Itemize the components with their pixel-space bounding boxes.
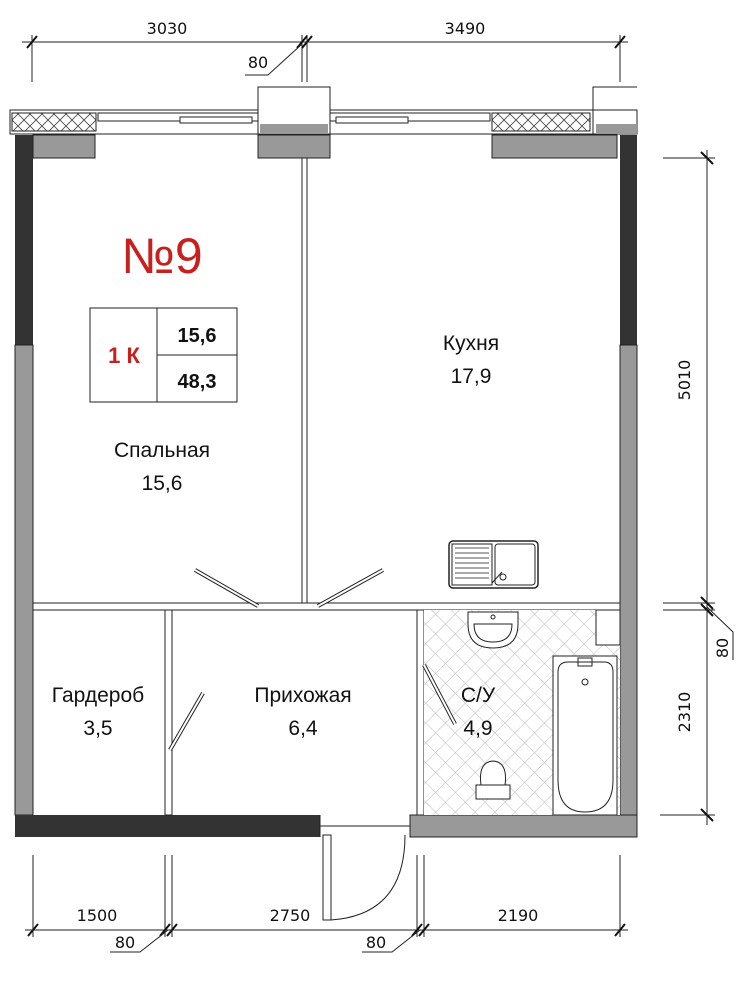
facade-windows (9, 86, 638, 135)
dimension-right-1: 5010 (675, 360, 694, 401)
top-dimensions: 3030 3490 80 (22, 19, 628, 82)
dimension-bottom-1: 1500 (77, 906, 118, 925)
room-name: Кухня (443, 332, 499, 355)
bathtub-icon (552, 655, 618, 816)
dimension-top-1: 3030 (147, 19, 188, 38)
apartment-number: №9 (121, 228, 202, 284)
living-area: 15,6 (178, 325, 217, 347)
room-area: 15,6 (142, 472, 183, 495)
dimension-top-2: 3490 (445, 19, 486, 38)
room-area: 3,5 (83, 717, 112, 740)
room-bathroom: С/У 4,9 (461, 684, 496, 740)
room-area: 4,9 (463, 717, 492, 740)
shelf (595, 609, 621, 646)
dimension-bottom-wall-2: 80 (366, 933, 386, 952)
dimension-bottom-wall-1: 80 (115, 933, 135, 952)
room-hallway: Прихожая 6,4 (254, 684, 351, 740)
dimension-right-wall: 80 (713, 638, 732, 658)
room-bedroom: Спальная 15,6 (114, 439, 210, 495)
washbasin-icon (467, 611, 519, 649)
kitchen-sink-icon (448, 540, 539, 589)
dimension-bottom-3: 2190 (498, 906, 539, 925)
dimension-bottom-2: 2750 (270, 906, 311, 925)
toilet-icon (475, 760, 511, 800)
room-name: С/У (461, 684, 496, 707)
room-area: 17,9 (451, 365, 492, 388)
apartment-type: 1 К (108, 343, 140, 368)
room-kitchen: Кухня 17,9 (443, 332, 499, 388)
right-dimensions: 5010 2310 80 (660, 150, 734, 825)
dimension-right-2: 2310 (675, 692, 694, 733)
room-wardrobe: Гардероб 3,5 (52, 684, 144, 740)
dimension-top-wall: 80 (248, 53, 268, 72)
doors (168, 568, 457, 921)
apartment-summary-box: 1 К 15,6 48,3 (89, 307, 238, 403)
room-area: 6,4 (288, 717, 318, 740)
bottom-dimensions: 1500 2750 2190 80 80 (25, 855, 628, 953)
room-name: Спальная (114, 439, 210, 462)
room-name: Прихожая (254, 684, 351, 707)
total-area: 48,3 (178, 371, 217, 393)
walls (14, 134, 638, 838)
room-name: Гардероб (52, 684, 144, 707)
